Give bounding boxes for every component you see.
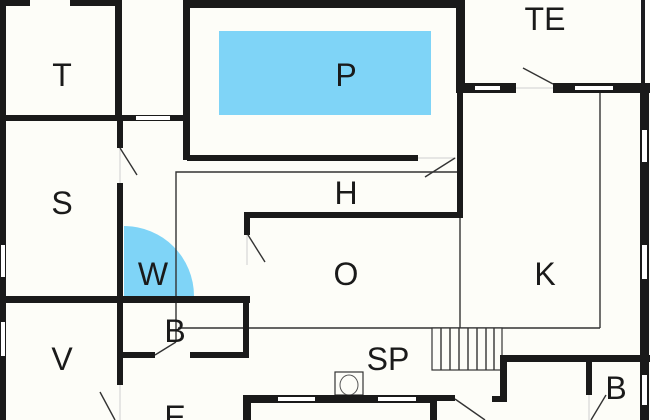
- room-label-b-left: B: [164, 313, 185, 349]
- room-label-sp: SP: [367, 341, 410, 377]
- room-label-w: W: [138, 256, 169, 292]
- room-label-b-right: B: [605, 370, 626, 406]
- room-label-p: P: [335, 57, 356, 93]
- room-label-s: S: [51, 185, 72, 221]
- thin-lines: [175, 92, 601, 342]
- room-label-h: H: [334, 175, 357, 211]
- toilet-icon: [334, 371, 364, 396]
- room-label-o: O: [334, 256, 359, 292]
- pool: [219, 31, 431, 115]
- doors[interactable]: [99, 67, 607, 420]
- room-label-k: K: [534, 256, 555, 292]
- room-label-t: T: [52, 57, 72, 93]
- room-label-e: E: [164, 399, 185, 420]
- room-label-v: V: [51, 341, 73, 377]
- room-label-te: TE: [525, 1, 566, 37]
- stairs[interactable]: [431, 327, 503, 371]
